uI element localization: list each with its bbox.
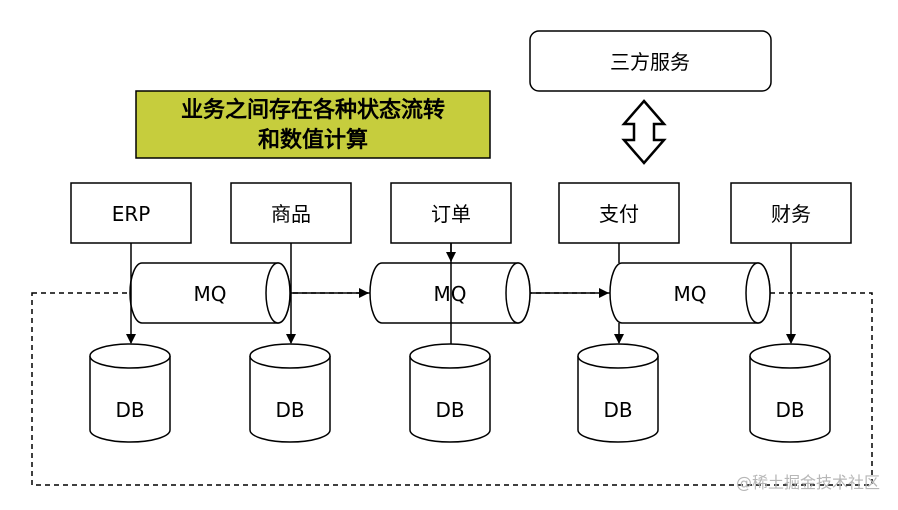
third-party-service-label: 三方服务 [610,50,690,74]
db-label-order: DB [435,398,464,422]
connectors [126,243,796,344]
dashed-boundary [31,292,873,486]
bidirectional-arrow-icon [621,99,667,165]
mq-label-2: MQ [434,282,467,306]
db-finance: DB [749,343,831,443]
mq-queue-1: MQ [129,262,291,324]
system-label-product: 商品 [271,202,311,226]
db-label-payment: DB [603,398,632,422]
mq-label-3: MQ [674,282,707,306]
db-label-product: DB [275,398,304,422]
system-label-erp: ERP [112,202,151,226]
note-box: 业务之间存在各种状态流转 和数值计算 [135,90,491,159]
db-order: DB [409,343,491,443]
system-box-order: 订单 [390,182,512,244]
system-box-finance: 财务 [730,182,852,244]
system-box-payment: 支付 [558,182,680,244]
system-box-erp: ERP [70,182,192,244]
system-label-order: 订单 [431,202,471,226]
third-party-service-box: 三方服务 [529,30,772,92]
note-line-2: 和数值计算 [258,127,368,153]
system-box-product: 商品 [230,182,352,244]
mq-queue-3: MQ [609,262,771,324]
db-label-erp: DB [115,398,144,422]
db-label-finance: DB [775,398,804,422]
note-line-1: 业务之间存在各种状态流转 [181,97,445,123]
watermark-text: @稀土掘金技术社区 [736,473,880,492]
system-label-payment: 支付 [599,202,639,226]
mq-queue-2: MQ [369,262,531,324]
db-product: DB [249,343,331,443]
mq-label-1: MQ [194,282,227,306]
db-payment: DB [577,343,659,443]
system-label-finance: 财务 [771,202,811,226]
db-erp: DB [89,343,171,443]
